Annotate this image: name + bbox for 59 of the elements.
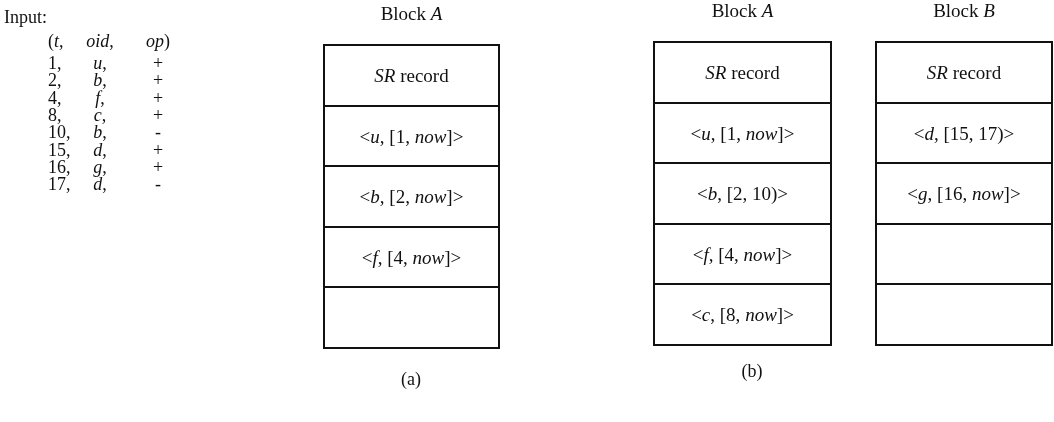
record-slot: [323, 44, 500, 107]
table-cell: (t,: [48, 32, 64, 50]
table-cell: d,: [93, 175, 107, 193]
block-heading: Block A: [380, 4, 443, 26]
table-cell: 10,: [48, 123, 71, 141]
table-cell: +: [152, 141, 164, 159]
table-cell: b,: [93, 123, 107, 141]
record-text: SR record: [374, 66, 449, 85]
table-cell: -: [155, 175, 161, 193]
table-cell: f,: [95, 89, 105, 107]
table-cell: +: [152, 71, 164, 89]
table-cell: 15,: [48, 141, 71, 159]
table-cell: 1,: [48, 54, 62, 72]
record-text: <c, [8, now]>: [691, 305, 794, 324]
record-text: <b, [2, now]>: [359, 187, 464, 206]
table-cell: +: [152, 106, 164, 124]
table-cell: g,: [93, 158, 107, 176]
record-text: <g, [16, now]>: [907, 184, 1021, 203]
table-cell: 16,: [48, 158, 71, 176]
record-text: SR record: [926, 63, 1002, 82]
table-cell: +: [152, 54, 164, 72]
table-cell: +: [152, 158, 164, 176]
record-slot: [653, 101, 832, 165]
record-slot: [323, 225, 500, 289]
table-cell: +: [152, 89, 164, 107]
empty-record-slot: [323, 286, 500, 349]
table-cell: oid,: [86, 32, 114, 50]
record-slot: [653, 162, 832, 225]
block-heading: Block A: [711, 1, 774, 23]
table-cell: 17,: [48, 175, 71, 193]
record-slot: [323, 165, 500, 228]
record-slot: [653, 41, 832, 104]
record-slot: [875, 41, 1053, 104]
record-text: SR record: [705, 63, 780, 82]
record-slot: [323, 104, 500, 168]
table-cell: 2,: [48, 71, 62, 89]
table-cell: b,: [93, 71, 107, 89]
record-text: <u, [1, now]>: [359, 126, 464, 146]
table-cell: d,: [93, 141, 107, 159]
table-cell: u,: [93, 54, 107, 72]
record-slot: [653, 283, 832, 346]
table-cell: 4,: [48, 89, 62, 107]
input-heading: Input:: [4, 8, 47, 26]
record-text: <u, [1, now]>: [690, 123, 795, 143]
record-text: <f, [4, now]>: [361, 247, 462, 267]
table-cell: 8,: [48, 106, 62, 124]
record-slot: [653, 222, 832, 286]
block-heading: Block B: [933, 1, 995, 23]
table-cell: op): [146, 32, 170, 50]
table-cell: -: [155, 123, 161, 141]
record-text: <f, [4, now]>: [692, 244, 793, 264]
record-text: <d, [15, 17)>: [913, 123, 1015, 143]
empty-record-slot: [875, 222, 1053, 286]
panel-caption: (b): [741, 362, 763, 380]
record-slot: [875, 162, 1053, 225]
record-text: <b, [2, 10)>: [696, 184, 789, 203]
empty-record-slot: [875, 283, 1053, 346]
record-slot: [875, 101, 1053, 165]
panel-caption: (a): [401, 370, 421, 388]
